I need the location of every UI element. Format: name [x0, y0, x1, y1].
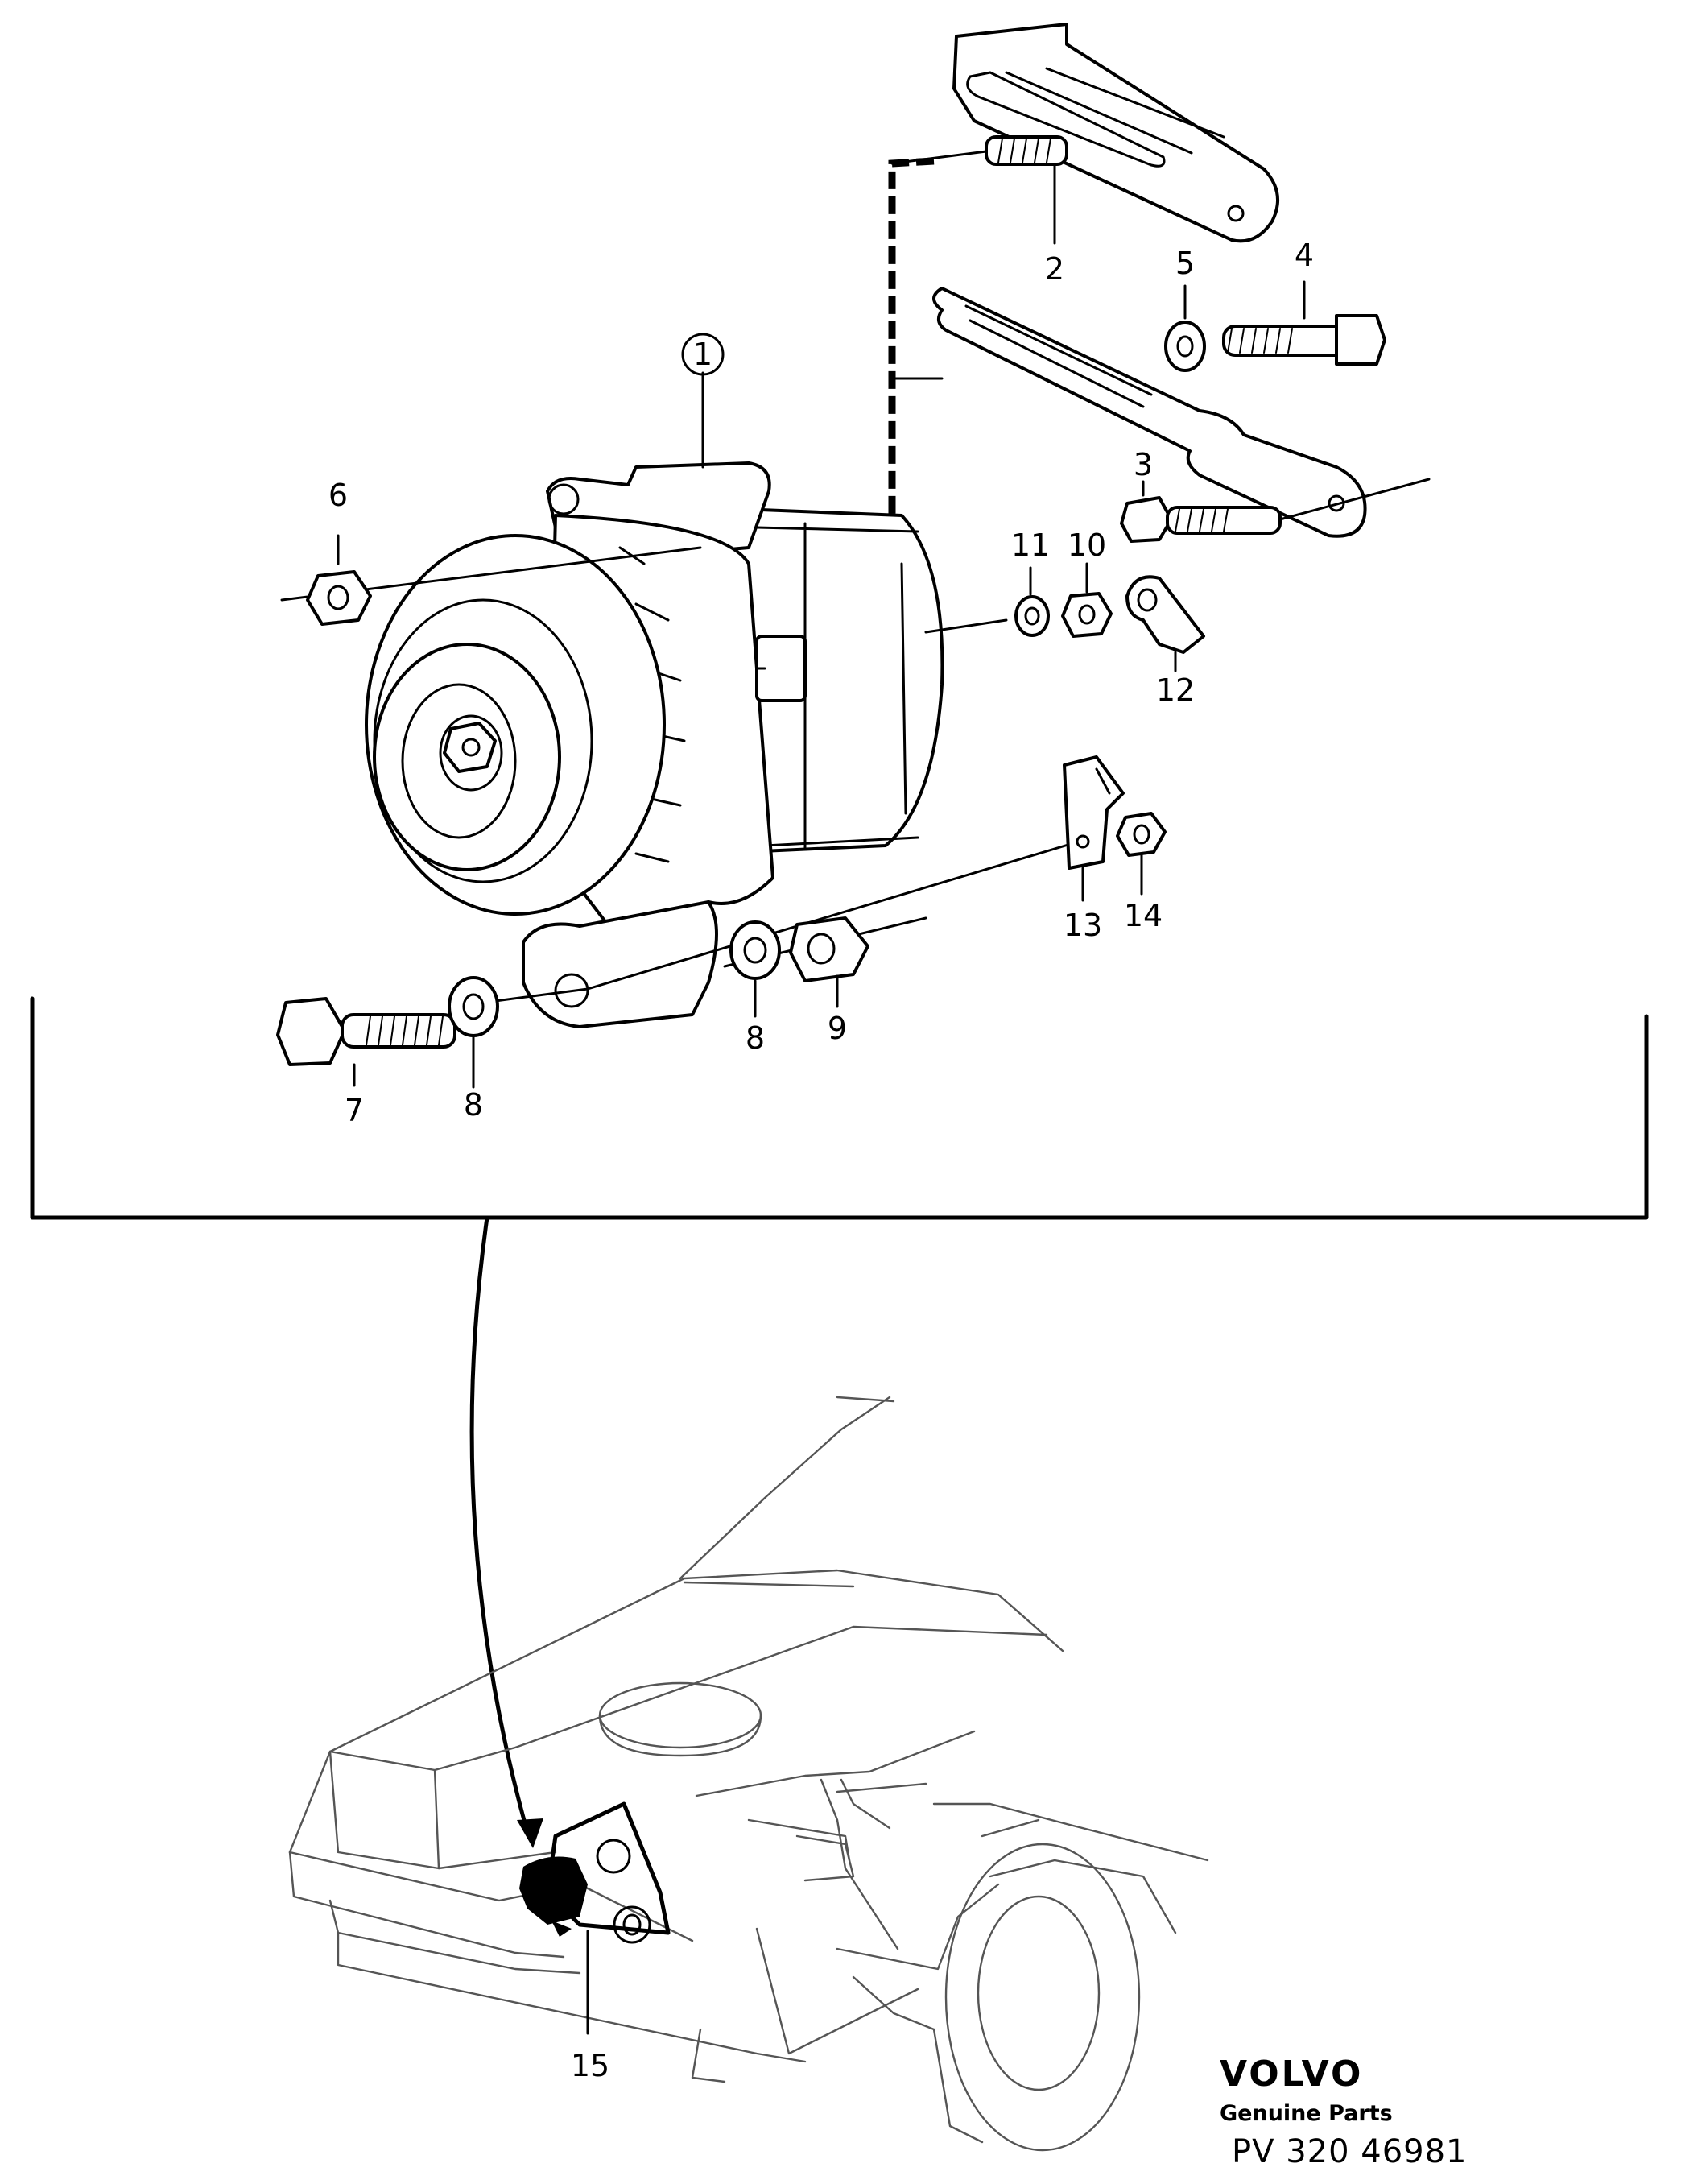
car-front-view: [288, 1396, 1209, 2152]
adjusting-bracket-upper: [952, 23, 1279, 243]
nut-10: [1061, 592, 1113, 638]
callout-14: 14: [1124, 898, 1163, 933]
callout-3: 3: [1134, 447, 1153, 482]
callout-6: 6: [328, 478, 348, 513]
inset-frame: [30, 996, 1649, 1220]
location-pointer: [469, 1215, 530, 1834]
washer-11: [1014, 595, 1050, 637]
footer-branding: VOLVO Genuine Parts PV 320 46981: [1220, 2054, 1468, 2170]
bolt-7: [276, 997, 456, 1066]
bolt-3: [1120, 496, 1282, 543]
alternator: [365, 461, 944, 1028]
callout-11: 11: [1011, 527, 1050, 563]
alignment-dashed-line: [888, 157, 935, 515]
genuine-parts-label: Genuine Parts: [1220, 2101, 1393, 2126]
bolt-4: [1222, 314, 1386, 366]
callout-7: 7: [345, 1093, 364, 1128]
volvo-logo: VOLVO: [1220, 2054, 1363, 2095]
callout-2: 2: [1045, 251, 1064, 287]
terminal-12: [1125, 575, 1205, 654]
callout-5: 5: [1175, 246, 1195, 281]
callout-4: 4: [1295, 238, 1314, 273]
drive-belt-location: [519, 1801, 671, 1944]
adjusting-strap: [932, 287, 1367, 538]
nut-14: [1116, 812, 1167, 857]
callout-8-right: 8: [746, 1020, 765, 1056]
callout-8-left: 8: [464, 1087, 483, 1123]
washer-8-right: [729, 920, 781, 980]
part-reference-number: PV 320 46981: [1232, 2133, 1468, 2170]
callout-13: 13: [1064, 908, 1102, 943]
callout-12: 12: [1156, 672, 1195, 708]
callout-10: 10: [1068, 527, 1106, 563]
washer-8-left: [448, 976, 499, 1037]
nut-6: [306, 570, 372, 626]
washer-5: [1164, 321, 1206, 372]
callout-15: 15: [571, 2048, 609, 2083]
callout-labels: 1 2 3 4 5 6 7 8 8 9 10 11 12 13 14 15: [328, 238, 1314, 2083]
callout-9: 9: [828, 1011, 847, 1046]
callout-1: 1: [693, 337, 712, 372]
clip-13: [1063, 755, 1125, 870]
nut-9: [789, 916, 869, 982]
bracket-stud: [985, 135, 1068, 166]
